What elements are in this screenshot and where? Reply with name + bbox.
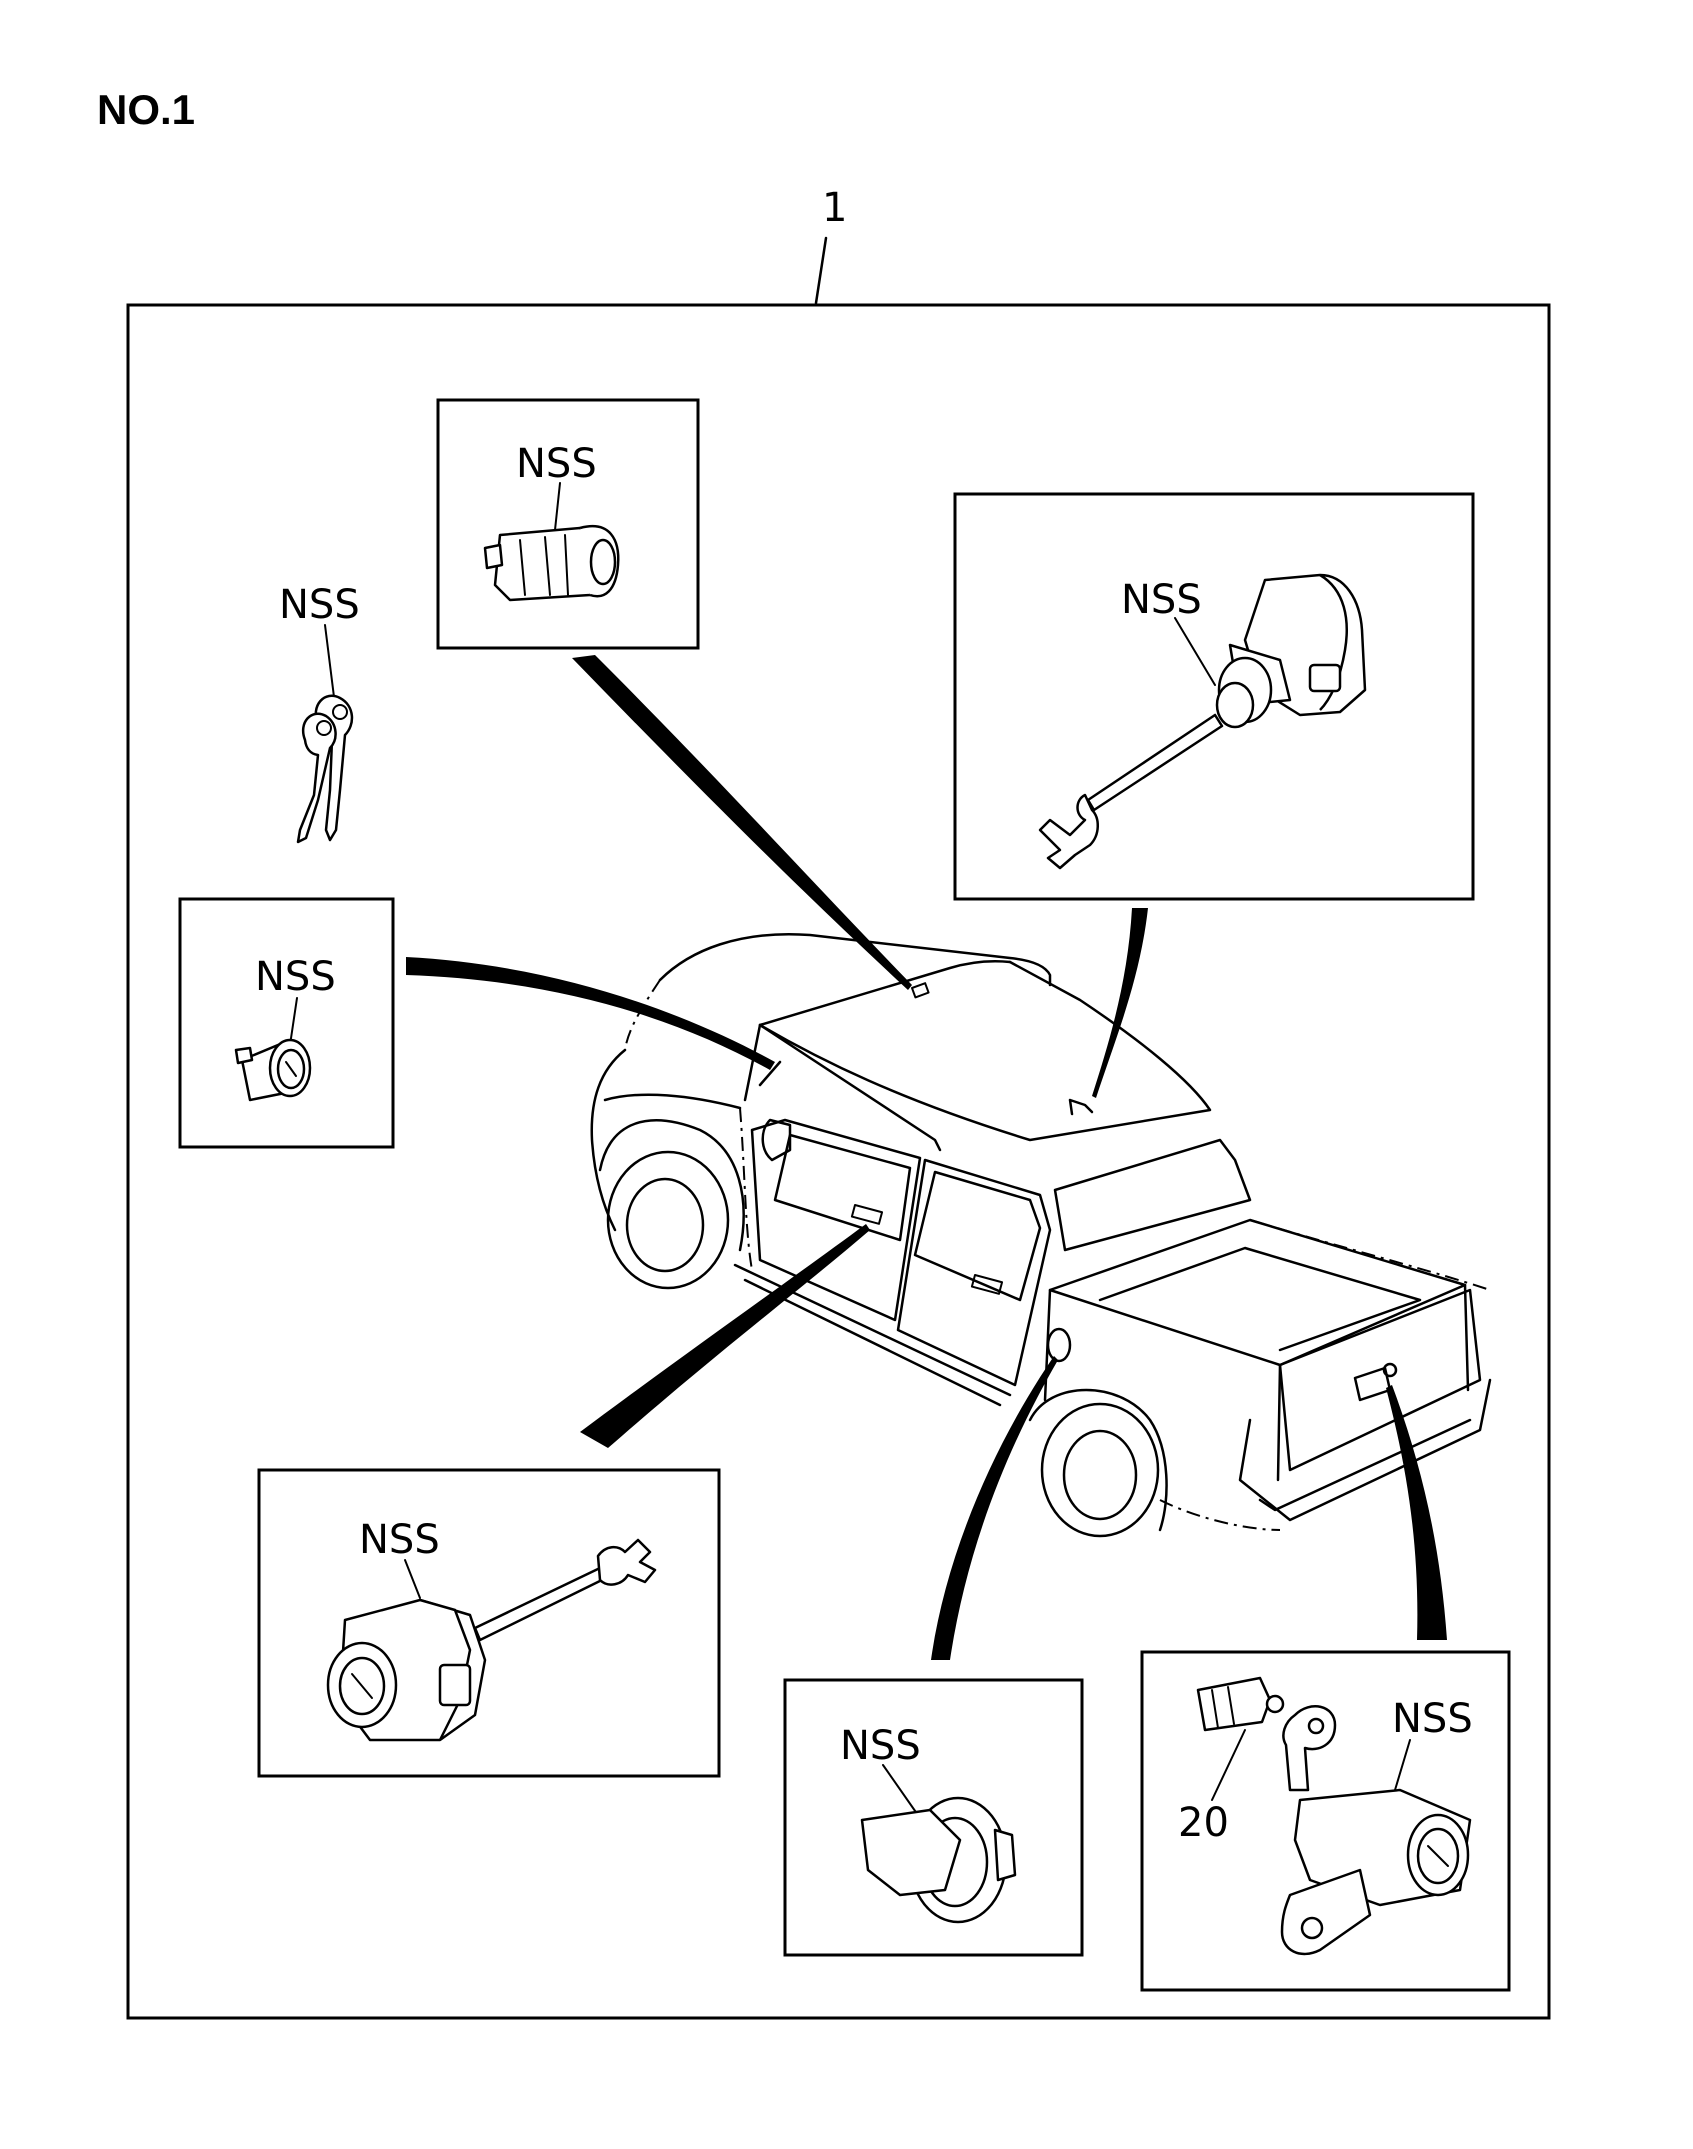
- tailgate-clip-number: 20: [1178, 1800, 1229, 1846]
- fuel-lid-top-callout-leader: [289, 997, 298, 1046]
- fuel-lid-bottom-callout: NSS: [840, 1723, 921, 1769]
- leader-hood-lock: [1092, 908, 1148, 1098]
- leader-roof-lock: [572, 655, 912, 990]
- hood-lock-callout-leader: [1174, 617, 1216, 686]
- fuel-lid-top-callout: NSS: [255, 954, 336, 1000]
- leader-door-lock: [580, 1224, 870, 1448]
- keys-callout-leader: [324, 624, 336, 706]
- keys-callout: NSS: [279, 582, 360, 628]
- door-lock-callout: NSS: [359, 1517, 440, 1563]
- leader-fuel-lid-top: [406, 957, 775, 1070]
- fuel-lid-bottom-icon: [860, 1796, 1017, 1924]
- fuel-lid-top-icon: [234, 1038, 312, 1102]
- hood-lock-icon: [1038, 573, 1367, 870]
- tailgate-lock-callout-leader: [1394, 1739, 1411, 1791]
- hood-lock-box: [953, 492, 1475, 901]
- tailgate-clip-leader: [1211, 1729, 1246, 1801]
- door-lock-callout-leader: [404, 1559, 421, 1599]
- assembly-leader-line: [814, 236, 828, 305]
- roof-lock-callout-leader: [554, 482, 561, 531]
- tailgate-lock-icon: [1280, 1705, 1472, 1956]
- door-lock-icon: [326, 1538, 657, 1742]
- tailgate-lock-callout: NSS: [1392, 1696, 1473, 1742]
- fuel-lid-top-box: [178, 897, 395, 1149]
- fuel-lid-bottom-callout-leader: [882, 1764, 921, 1819]
- tailgate-clip-icon: [1196, 1676, 1285, 1732]
- page-label: NO.1: [97, 86, 195, 133]
- roof-lock-callout: NSS: [516, 441, 597, 487]
- pickup-truck-illustration: [590, 933, 1492, 1538]
- roof-lock-icon: [483, 525, 620, 602]
- leader-fuel-lid-bottom: [931, 1356, 1058, 1660]
- roof-lock-box: [436, 398, 700, 650]
- assembly-callout-number: 1: [822, 185, 847, 231]
- hood-lock-callout: NSS: [1121, 577, 1202, 623]
- leader-tailgate-lock: [1386, 1385, 1447, 1640]
- keys-icon: [296, 694, 354, 844]
